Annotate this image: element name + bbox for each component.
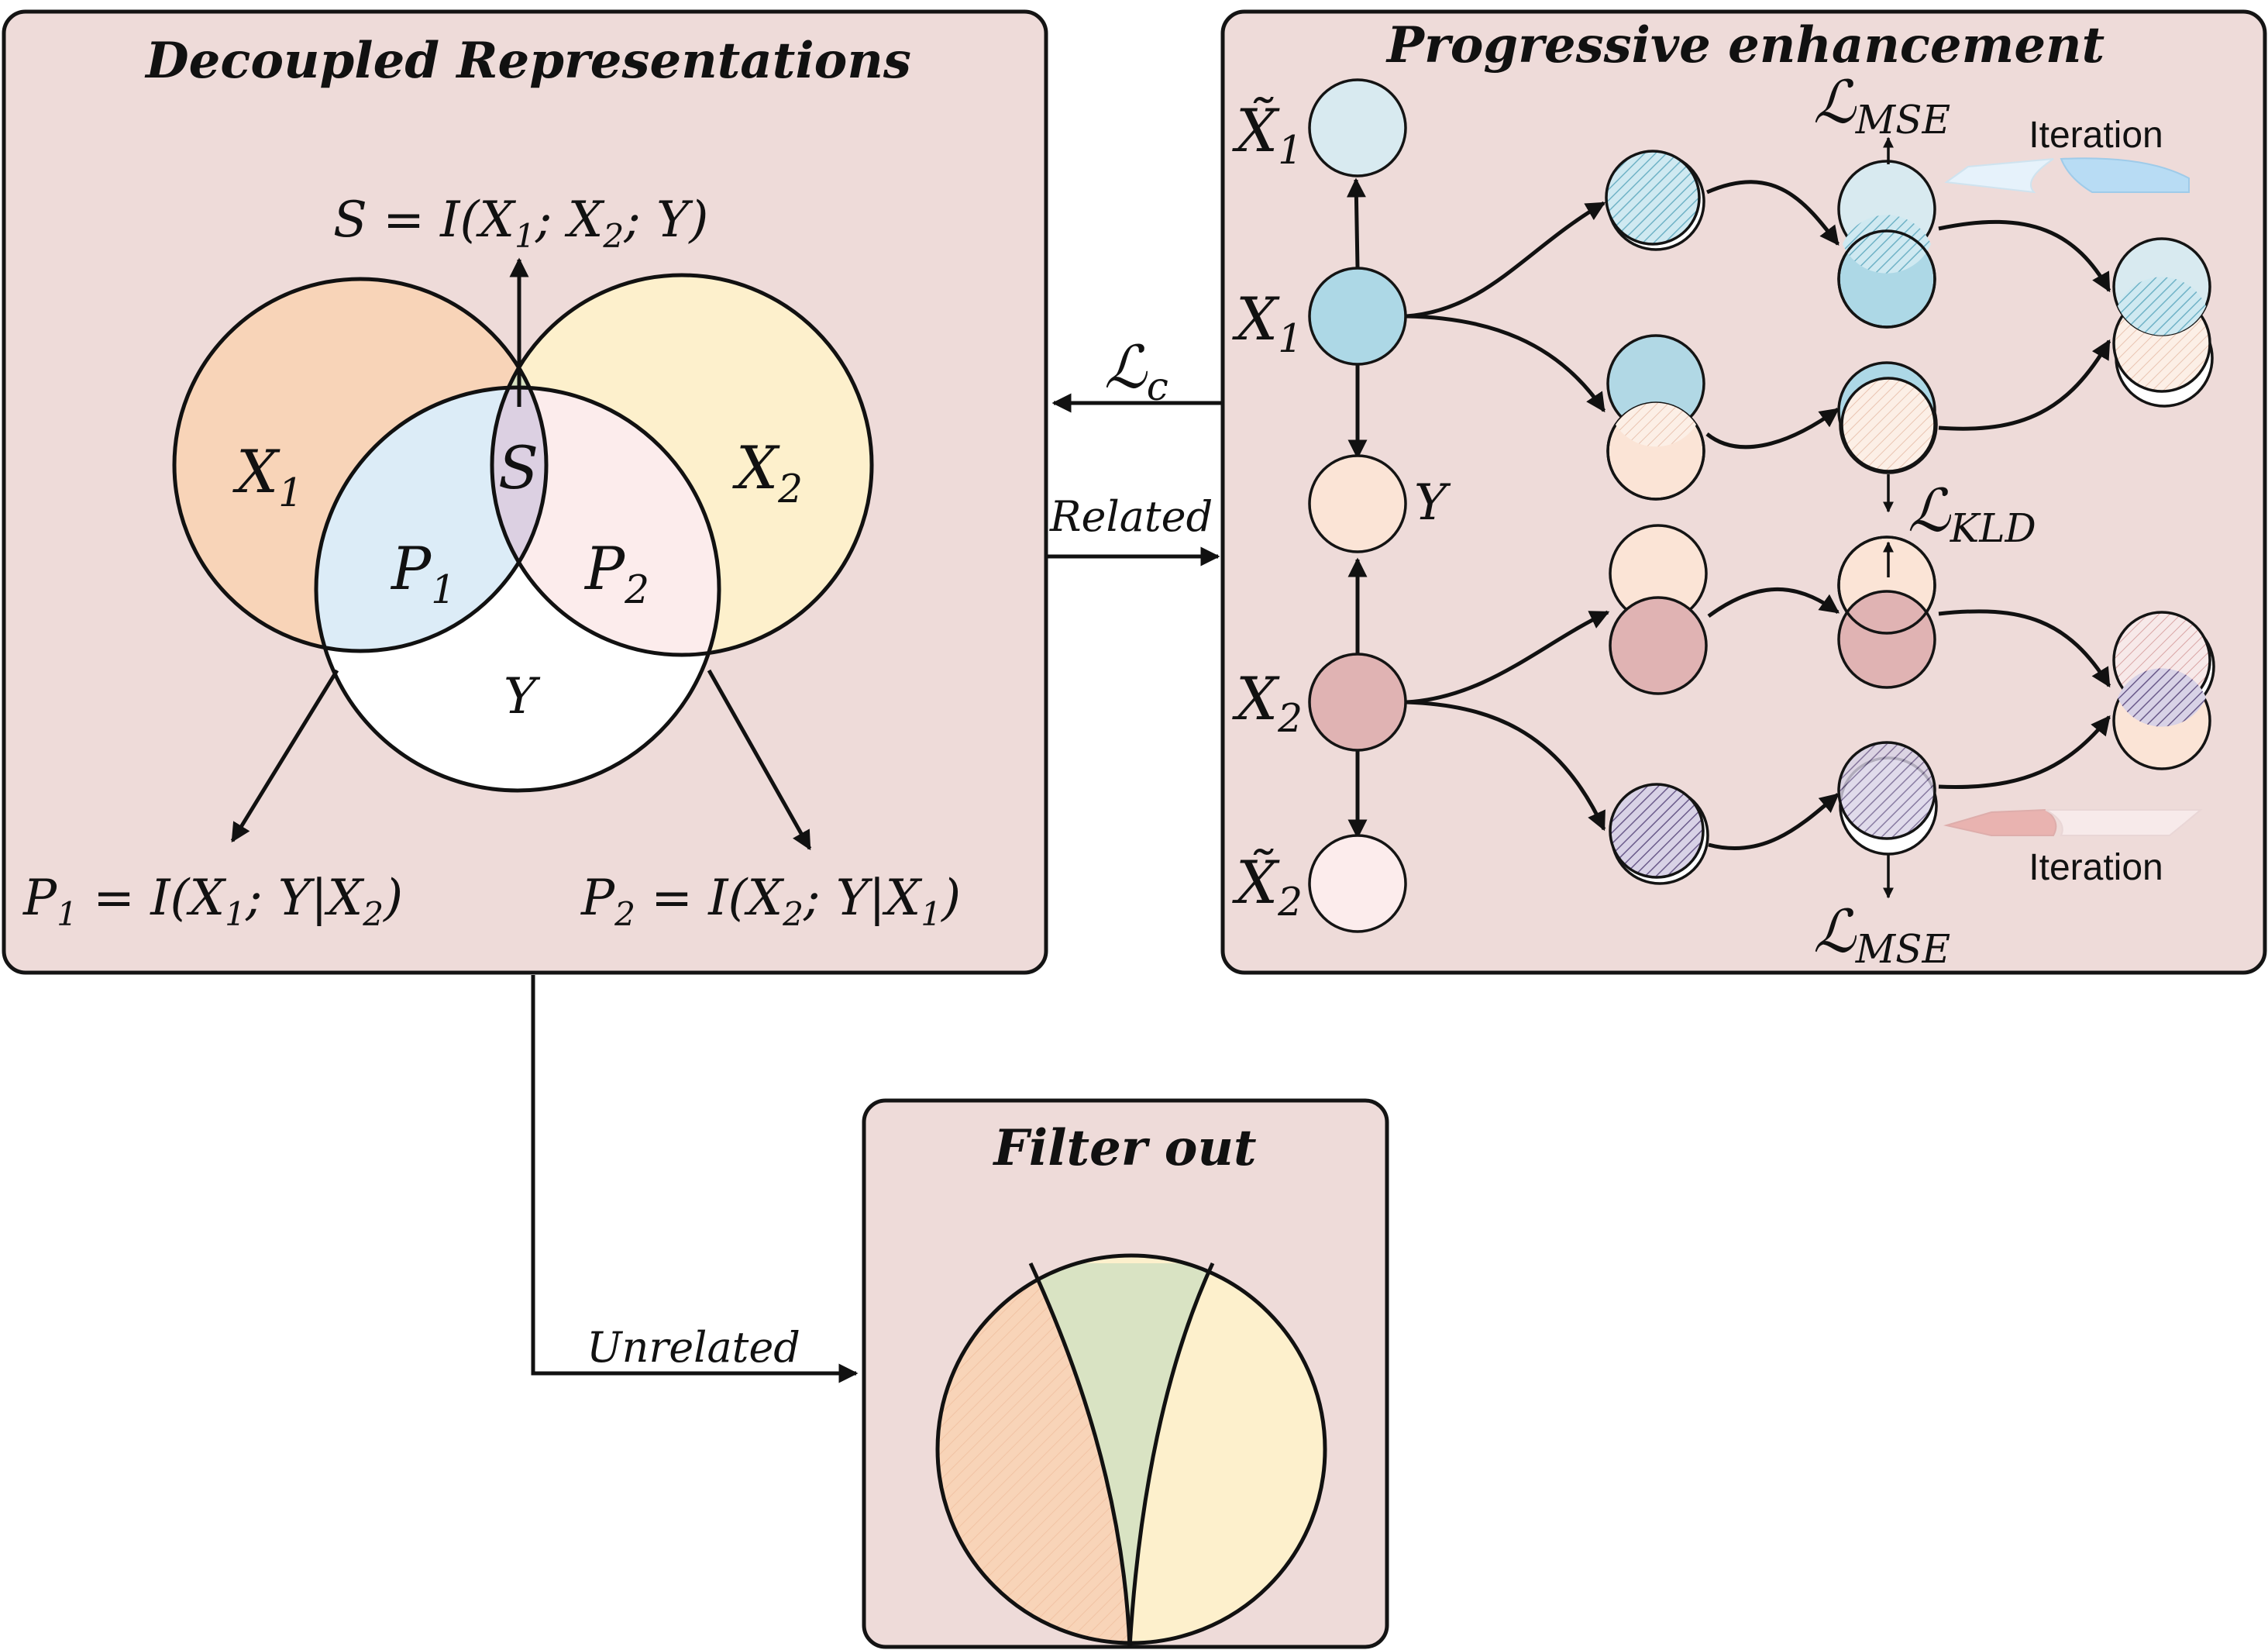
venn-s-label: S: [498, 433, 539, 502]
s-formula: S = I(X1; X2; Y): [333, 191, 708, 255]
venn-p1-label: P1: [390, 534, 456, 612]
node-x2: [1308, 653, 1407, 752]
loss-mse-top: ℒMSE: [1813, 67, 1950, 143]
p2-formula: P2 = I(X2; Y|X1): [580, 870, 961, 933]
loss-kld: ℒKLD: [1908, 476, 2036, 551]
venn-p2-label: P2: [583, 534, 649, 612]
venn-x1-outline: [172, 277, 549, 653]
node-x1-tilde: [1308, 78, 1407, 177]
venn-x1-label: X1: [232, 437, 303, 515]
venn: X1 X2 S P1 P2 Y S = I(X1; X2; Y) P1 = I(…: [22, 191, 961, 933]
iteration-top-label: Iteration: [2029, 115, 2163, 156]
loss-c-label: ℒc: [1104, 332, 1168, 409]
label-x2-tilde: X̃2: [1232, 847, 1303, 925]
p2-arrow: [707, 669, 812, 851]
node-x2-tilde: [1308, 834, 1407, 933]
unrelated-arrow: [531, 975, 859, 1383]
filter-pie: [938, 1256, 1325, 1643]
label-y: Y: [1414, 474, 1451, 532]
filter-panel: Filter out: [862, 1098, 1389, 1649]
venn-x2-outline: [490, 273, 874, 657]
venn-y-label: Y: [504, 668, 541, 725]
iteration-bottom-arrow: [1943, 808, 2203, 836]
label-x2: X2: [1232, 664, 1303, 741]
p1-arrow: [230, 669, 339, 843]
node-c3-d: [1837, 741, 1936, 840]
progressive-panel: Progressive enhancement X̃1 X1 Y X2 X̃2: [1220, 9, 2267, 975]
venn-x2-label: X2: [732, 433, 803, 512]
related-label: Related: [1049, 492, 1213, 541]
unrelated-label: Unrelated: [587, 1323, 800, 1372]
pie-x1-region: [938, 1256, 1130, 1643]
connectors: ℒc Related Unrelated: [531, 332, 1223, 1383]
iteration-top-arrow: [1944, 157, 2190, 194]
node-y: [1308, 454, 1407, 553]
label-x1-tilde: X̃1: [1232, 95, 1303, 173]
decoupled-title: Decoupled Representations: [144, 32, 911, 90]
node-c2-d: [1609, 783, 1705, 879]
node-x1: [1308, 267, 1407, 366]
filter-title: Filter out: [992, 1119, 1256, 1177]
iteration-bottom-label: Iteration: [2029, 847, 2163, 888]
progressive-title: Progressive enhancement: [1385, 16, 2105, 74]
label-x1: X1: [1232, 284, 1303, 361]
pie-outline: [935, 1253, 1327, 1645]
pie-shared-region: [1031, 1263, 1213, 1643]
p1-formula: P1 = I(X1; Y|X2): [22, 870, 403, 933]
node-c2-a: [1605, 150, 1701, 246]
loss-mse-bottom: ℒMSE: [1813, 897, 1950, 972]
